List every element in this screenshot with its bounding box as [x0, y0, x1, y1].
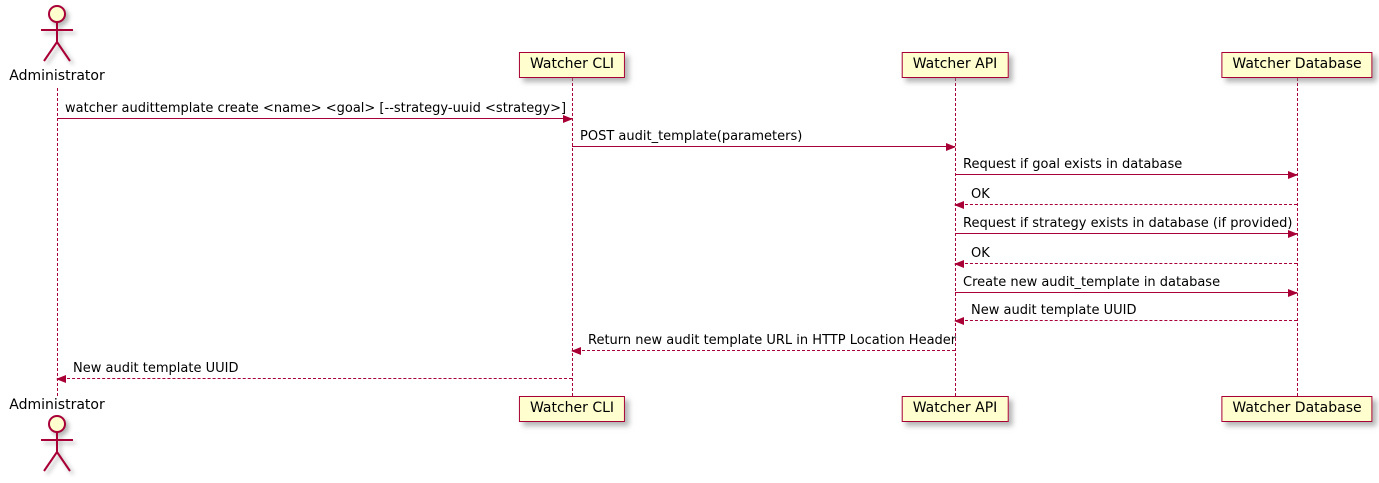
actor-icon	[41, 5, 73, 62]
message-request-strategy-exists: Request if strategy exists in database (…	[955, 214, 1298, 238]
arrowhead-icon	[1288, 289, 1298, 297]
message-label: POST audit_template(parameters)	[580, 129, 803, 144]
message-new-uuid-to-admin: New audit template UUID	[56, 359, 572, 383]
message-line	[955, 174, 1297, 175]
message-label: watcher audittemplate create <name> <goa…	[65, 101, 567, 116]
participant-watcher-cli-bottom: Watcher CLI	[518, 396, 626, 422]
message-label: Return new audit template URL in HTTP Lo…	[588, 333, 957, 348]
message-return-url-location-header: Return new audit template URL in HTTP Lo…	[571, 331, 957, 355]
arrowhead-icon	[1288, 171, 1298, 179]
message-line	[955, 292, 1297, 293]
message-line	[57, 118, 572, 119]
message-new-uuid-from-db: New audit template UUID	[954, 301, 1297, 325]
message-line	[572, 146, 955, 147]
arrowhead-icon	[954, 260, 964, 268]
participant-watcher-database-bottom: Watcher Database	[1221, 396, 1373, 422]
actor-icon	[41, 415, 73, 472]
arrowhead-icon	[1288, 230, 1298, 238]
arrowhead-icon	[954, 317, 964, 325]
lifeline-administrator	[57, 88, 58, 396]
message-label: Request if goal exists in database	[963, 157, 1183, 172]
message-line	[955, 263, 1297, 264]
message-ok-strategy: OK	[954, 244, 1297, 268]
message-line	[955, 233, 1297, 234]
message-label: OK	[971, 187, 990, 202]
arrowhead-icon	[571, 347, 581, 355]
message-label: OK	[971, 246, 990, 261]
actor-label-bottom: Administrator	[9, 397, 105, 413]
lifeline-watcher-api	[955, 78, 956, 396]
message-label: New audit template UUID	[73, 361, 239, 376]
message-request-goal-exists: Request if goal exists in database	[955, 155, 1298, 179]
message-create-in-database: Create new audit_template in database	[955, 273, 1298, 297]
arrowhead-icon	[56, 375, 66, 383]
arrowhead-icon	[946, 143, 956, 151]
arrowhead-icon	[954, 201, 964, 209]
message-create-audittemplate: watcher audittemplate create <name> <goa…	[57, 99, 573, 123]
message-label: Request if strategy exists in database (…	[963, 216, 1293, 231]
message-label: New audit template UUID	[971, 303, 1137, 318]
actor-label-top: Administrator	[9, 68, 105, 84]
participant-watcher-cli-top: Watcher CLI	[518, 52, 626, 78]
message-post-audit-template: POST audit_template(parameters)	[572, 127, 956, 151]
lifeline-watcher-cli	[572, 78, 573, 396]
participant-watcher-api-bottom: Watcher API	[901, 396, 1009, 422]
message-line	[955, 320, 1297, 321]
message-line	[57, 378, 572, 379]
participant-watcher-api-top: Watcher API	[901, 52, 1009, 78]
message-ok-goal: OK	[954, 185, 1297, 209]
message-label: Create new audit_template in database	[963, 275, 1221, 290]
message-line	[955, 204, 1297, 205]
participant-watcher-database-top: Watcher Database	[1221, 52, 1373, 78]
arrowhead-icon	[563, 115, 573, 123]
message-line	[572, 350, 955, 351]
